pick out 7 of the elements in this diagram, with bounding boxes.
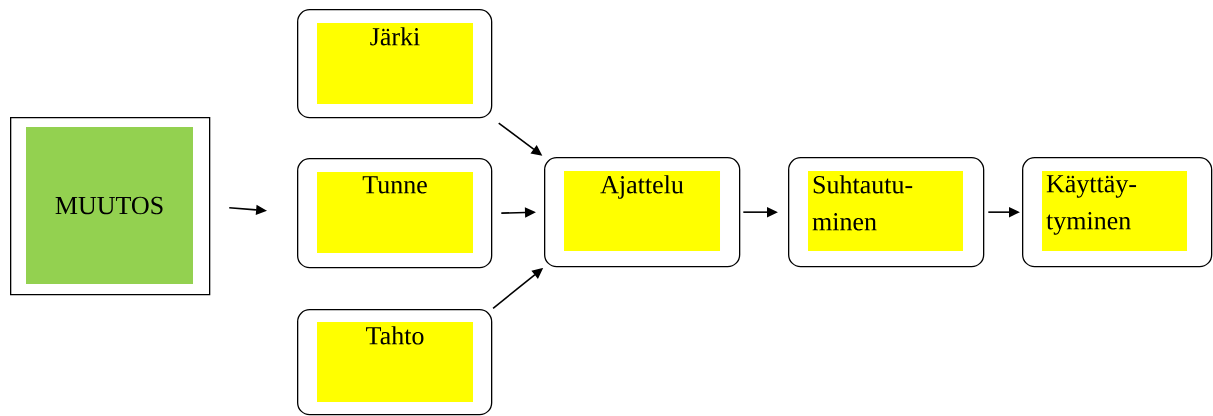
- process-box: Järki: [297, 9, 493, 119]
- process-box: Ajattelu: [544, 157, 741, 268]
- process-box: Käyttäy- tyminen: [1022, 157, 1213, 268]
- process-box: Suhtautu- minen: [788, 157, 985, 268]
- process-box: Tahto: [297, 309, 493, 416]
- process-box: Tunne: [297, 158, 493, 269]
- process-box: MUUTOS: [10, 117, 211, 296]
